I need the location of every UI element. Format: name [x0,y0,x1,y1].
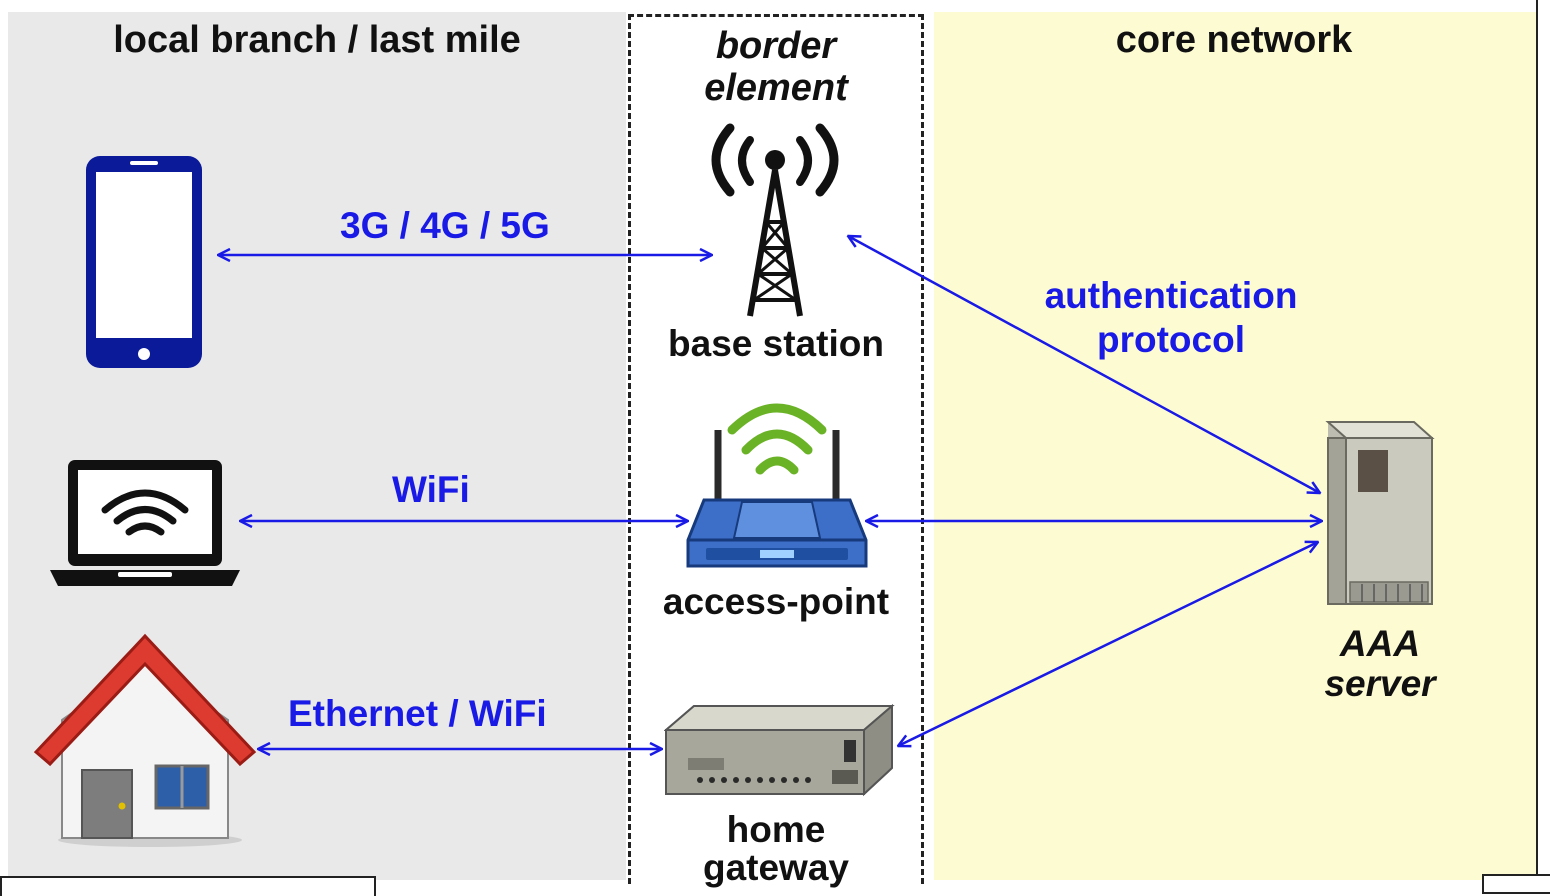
border-element-title-line2: element [704,67,848,109]
gateway-box-icon [664,703,895,797]
wireless-router-icon [686,403,868,568]
smartphone-icon [86,156,202,368]
right-edge-line [1536,0,1538,880]
aaa-server-label-line2: server [1324,663,1436,704]
laptop-wifi-icon [50,460,240,586]
border-element-title-line1: border [715,25,837,67]
server-icon [1325,421,1435,605]
wifi-link-label: WiFi [392,469,470,510]
gateway-to-aaa-arrow [898,542,1318,746]
core-network-title: core network [1115,19,1353,61]
house-icon [33,633,257,847]
antenna-tower-icon [711,123,839,317]
home-gateway-label-line1: home [726,809,826,850]
access-point-label: access-point [662,581,890,622]
cellular-link-label: 3G / 4G / 5G [340,205,550,246]
home-link-label: Ethernet / WiFi [288,693,547,734]
base-station-to-aaa-arrow [848,236,1320,493]
local-branch-title: local branch / last mile [113,19,521,61]
aaa-server-label-line1: AAA [1339,623,1421,664]
